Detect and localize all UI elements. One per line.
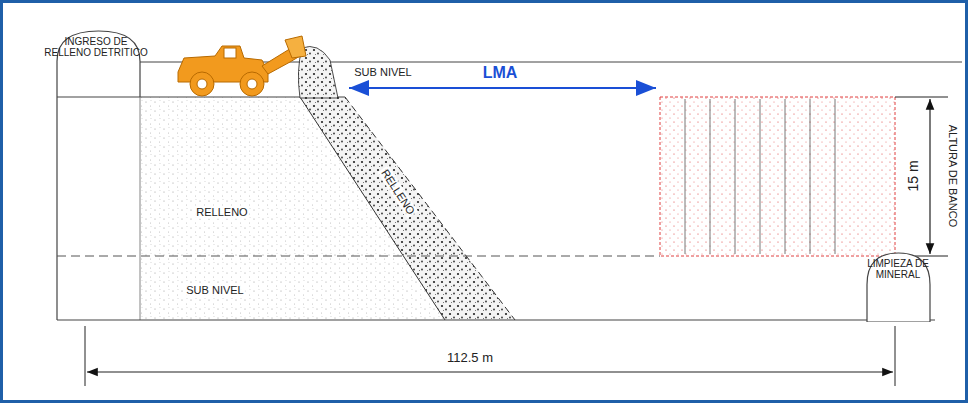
- band-edge: [345, 97, 515, 320]
- stope-wall: [56, 97, 57, 320]
- ore-block: [660, 97, 895, 256]
- level-label: SUB NIVEL: [184, 284, 245, 297]
- level-label: SUB NIVEL: [352, 66, 413, 79]
- tunnel-label: INGRESO DE RELLENO DETRITICO: [42, 36, 150, 58]
- fill-boundary: [140, 97, 141, 320]
- scooptram: [178, 36, 306, 96]
- dimension-tick: [895, 97, 948, 98]
- dimension-label: ALTURA DE BANCO: [947, 123, 960, 230]
- access-tunnel: INGRESO DE RELLENO DETRITICO: [40, 30, 152, 97]
- mucking-tunnel: LIMPIEZA DE MINERAL: [862, 252, 934, 322]
- dimension-label: LMA: [481, 64, 520, 82]
- dimension-tick: [895, 326, 896, 386]
- drill-holes: [685, 99, 835, 254]
- height-dimension: [929, 99, 930, 254]
- dimension-label: 112.5 m: [445, 351, 495, 366]
- fill-band: [300, 97, 515, 320]
- dimension-tick: [85, 326, 86, 386]
- band-edge: [300, 97, 445, 320]
- bottom-floor: [57, 319, 935, 320]
- level-line: [57, 256, 660, 257]
- lma-dimension: [349, 87, 656, 89]
- dimension-label: 15 m: [905, 158, 921, 193]
- tunnel-label: LIMPIEZA DE MINERAL: [864, 258, 932, 280]
- length-dimension: [87, 371, 893, 372]
- fill-label: RELLENO: [194, 206, 249, 219]
